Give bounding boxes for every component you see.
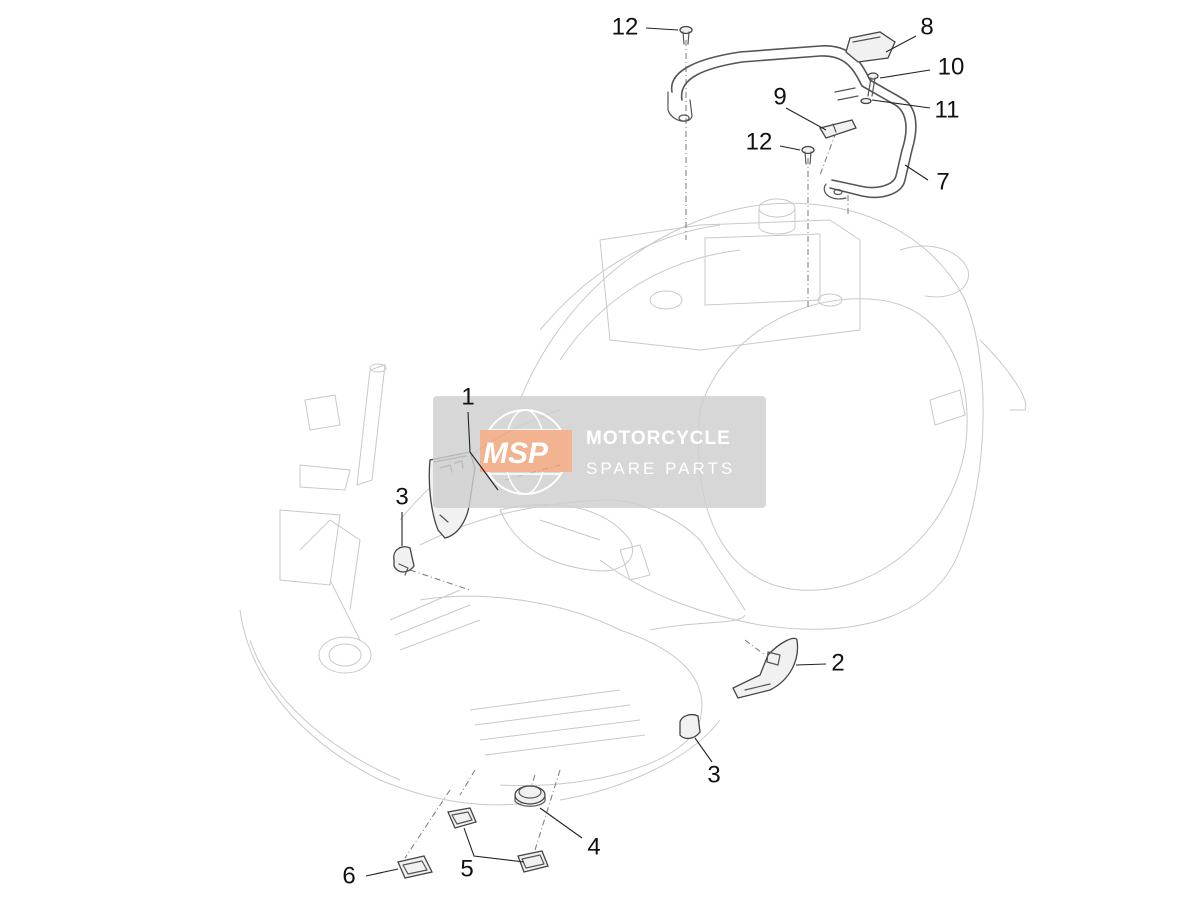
part-8-cover-cap (845, 31, 896, 63)
callout-9: 9 (773, 83, 786, 110)
part-11-washer (860, 97, 872, 105)
callout-4: 4 (587, 833, 600, 860)
callout-1: 1 (461, 383, 474, 410)
part-12-screw-upper (679, 25, 693, 45)
part-10-screw (867, 72, 879, 97)
watermark-panel (433, 396, 766, 508)
callout-12-upper: 12 (612, 13, 639, 40)
part-2-side-trim (732, 637, 799, 699)
part-6-pad (397, 855, 433, 879)
callout-6: 6 (342, 862, 355, 889)
callout-2: 2 (831, 649, 844, 676)
watermark-line2: SPARE PARTS (586, 459, 735, 478)
part-5-pad-lower (517, 850, 549, 873)
callout-3-upper: 3 (395, 483, 408, 510)
part-7-rear-rack (667, 45, 917, 200)
part-3-clip-lower (679, 714, 701, 740)
callout-11: 11 (935, 96, 960, 123)
callout-3-lower: 3 (707, 761, 720, 788)
callout-labels: 1 2 3 3 4 5 6 7 8 9 10 11 12 12 (342, 13, 964, 889)
callout-5: 5 (460, 855, 473, 882)
scooter-body (239, 198, 1027, 806)
part-12-screw-lower (801, 145, 815, 165)
callout-10: 10 (938, 53, 965, 80)
callout-8: 8 (920, 13, 933, 40)
part-9-bracket (818, 119, 857, 139)
part-5-pad-upper (447, 807, 477, 829)
watermark-line1: MOTORCYCLE (586, 428, 731, 449)
watermark: MSP MOTORCYCLE SPARE PARTS (433, 396, 766, 508)
callout-7: 7 (936, 168, 949, 195)
part-4-grommet (514, 785, 546, 807)
callout-12-lower: 12 (746, 128, 773, 155)
part-3-clip-upper (393, 546, 415, 576)
watermark-logo: MSP (483, 437, 549, 470)
